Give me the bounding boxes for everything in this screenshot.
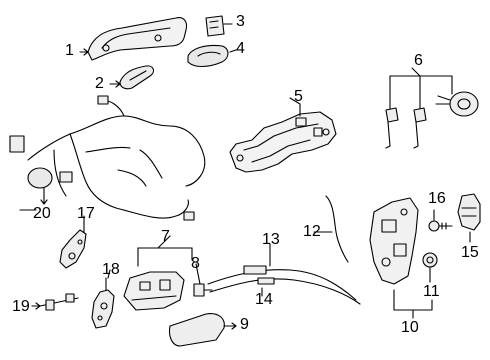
switch-part: [193, 283, 213, 297]
screw-part: [428, 209, 453, 232]
bracket-part-3: [205, 15, 233, 37]
callout-17: 17: [77, 205, 95, 222]
callout-5: 5: [294, 88, 303, 105]
callout-4: 4: [236, 40, 245, 57]
callout-18: 18: [102, 261, 120, 278]
rod-part: [31, 293, 79, 311]
callout-15: 15: [461, 244, 479, 261]
callout-2: 2: [95, 75, 104, 92]
callout-1: 1: [65, 42, 74, 59]
bracket-part-17: [59, 223, 87, 269]
handle-cover-part: [168, 313, 237, 347]
grommet-part: [422, 252, 438, 283]
handle-pad-part: [109, 65, 155, 90]
callout-13: 13: [262, 231, 280, 248]
callout-9: 9: [240, 316, 249, 333]
cable-part-13: [207, 251, 357, 301]
striker-part: [457, 193, 481, 243]
callout-10: 10: [401, 319, 419, 336]
callout-14: 14: [255, 291, 273, 308]
cable-part-14: [209, 277, 361, 305]
callout-leaders: [19, 67, 421, 285]
callout-3: 3: [236, 13, 245, 30]
callout-7: 7: [161, 228, 170, 245]
reinforcement-part: [229, 103, 337, 173]
bracket-part-18: [91, 277, 115, 329]
callout-16: 16: [428, 190, 446, 207]
callout-19: 19: [12, 298, 30, 315]
callout-8: 8: [191, 255, 200, 272]
callout-11: 11: [423, 283, 440, 300]
actuator-part: [123, 247, 193, 311]
inside-handle-part: [187, 44, 237, 68]
outside-handle-part: [79, 17, 188, 61]
lock-assembly-part: [369, 197, 433, 319]
wire-harness-part: [9, 95, 206, 221]
callout-20: 20: [33, 205, 51, 222]
link-rod-part: [321, 195, 349, 263]
callout-6: 6: [414, 52, 423, 69]
lock-cylinder-set: [385, 75, 479, 149]
callout-12: 12: [303, 223, 321, 240]
